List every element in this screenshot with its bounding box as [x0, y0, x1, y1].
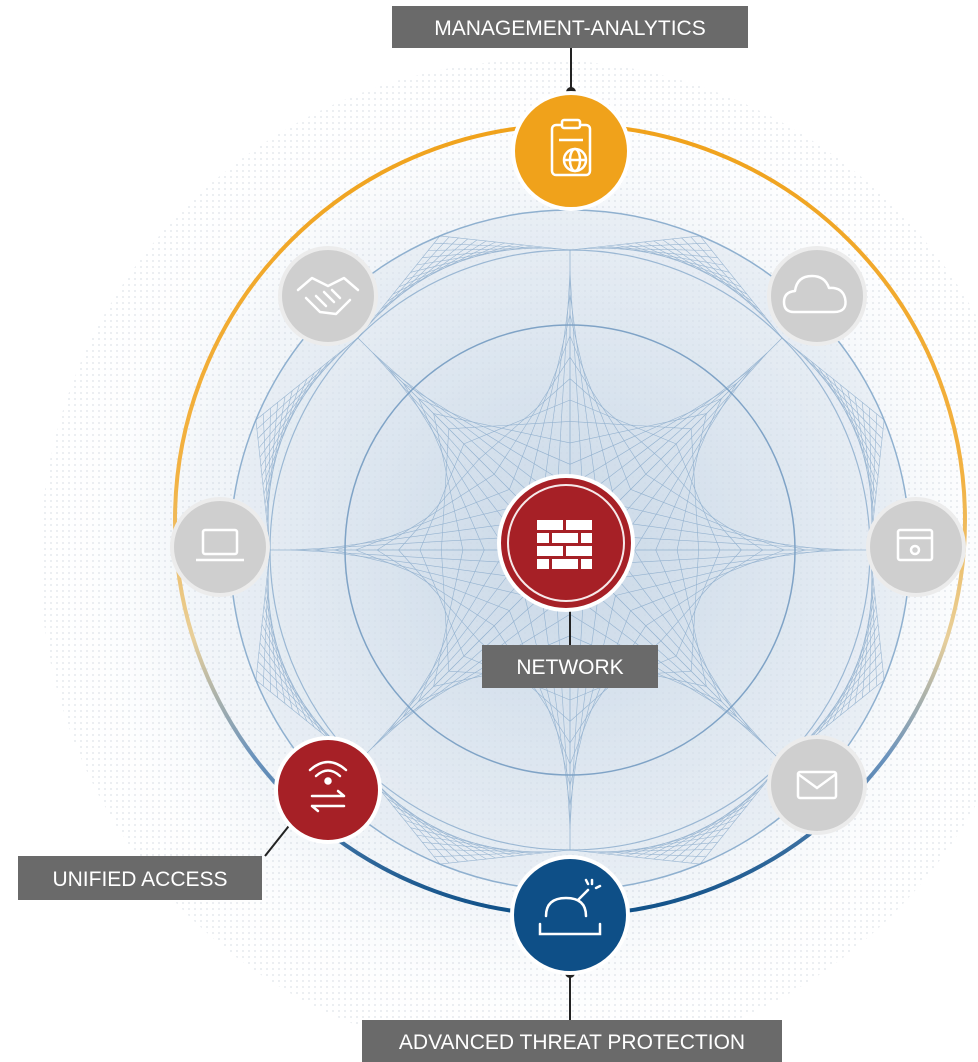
wifi-arrows-icon: [308, 760, 348, 813]
handshake-icon: [296, 276, 360, 316]
clipboard-globe-icon: [550, 118, 592, 177]
label-unified-access: UNIFIED ACCESS: [18, 856, 262, 900]
node-endpoint[interactable]: [170, 497, 270, 597]
svg-text:UNIFIED ACCESS: UNIFIED ACCESS: [52, 868, 227, 891]
svg-text:ADVANCED THREAT PROTECTION: ADVANCED THREAT PROTECTION: [399, 1031, 745, 1054]
svg-text:MANAGEMENT-ANALYTICS: MANAGEMENT-ANALYTICS: [434, 17, 705, 40]
node-advanced-threat-protection[interactable]: [510, 855, 630, 975]
cloud-icon: [782, 274, 847, 314]
bomb-sandbox-icon: [538, 878, 602, 936]
svg-text:NETWORK: NETWORK: [516, 656, 623, 679]
node-cloud[interactable]: [767, 246, 867, 346]
label-network: NETWORK: [482, 645, 658, 688]
node-application[interactable]: [866, 497, 966, 597]
node-email[interactable]: [767, 735, 867, 835]
laptop-icon: [196, 528, 244, 562]
node-management-analytics[interactable]: [511, 91, 631, 211]
node-partners[interactable]: [278, 246, 378, 346]
label-advanced-threat-protection: ADVANCED THREAT PROTECTION: [362, 1020, 782, 1062]
label-management-analytics: MANAGEMENT-ANALYTICS: [392, 6, 748, 48]
app-window-gear-icon: [896, 528, 934, 562]
node-unified-access[interactable]: [274, 736, 382, 844]
node-network[interactable]: [497, 474, 635, 612]
envelope-icon: [796, 770, 838, 800]
firewall-icon: [537, 520, 592, 569]
